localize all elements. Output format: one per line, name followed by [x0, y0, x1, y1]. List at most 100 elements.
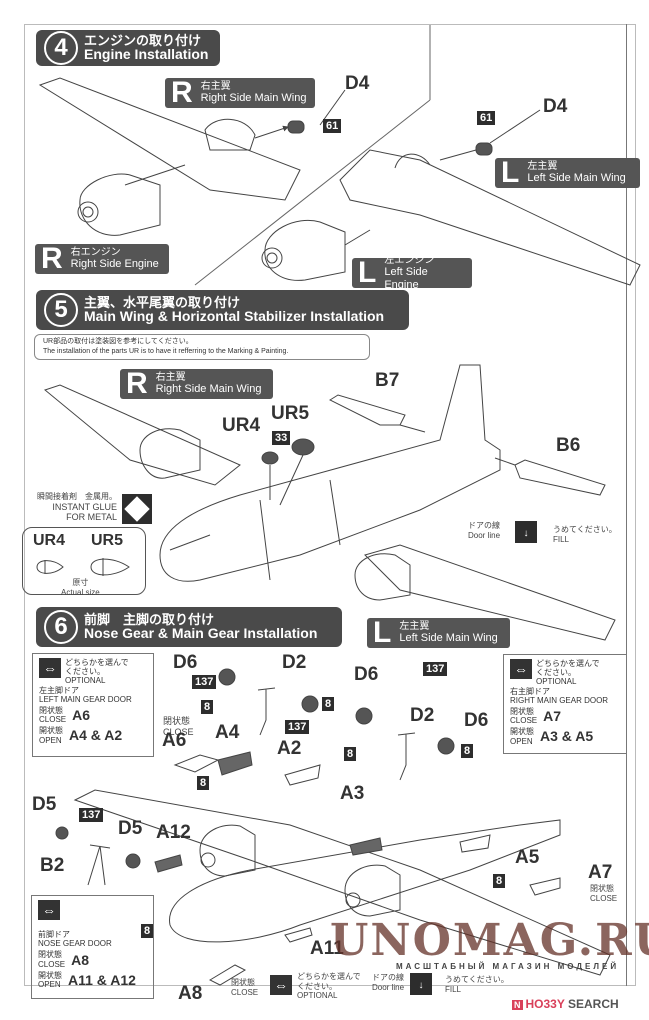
door-en: NOSE GEAR DOOR: [38, 939, 112, 949]
tag-letter: L: [358, 256, 377, 289]
b2-strut: [87, 844, 111, 886]
glue-en1: INSTANT GLUE: [52, 501, 117, 512]
close-value: A7: [543, 708, 562, 725]
step6-number: 6: [44, 610, 78, 644]
tag-letter: L: [373, 616, 392, 649]
part-d6-a: D6: [173, 652, 198, 673]
d5-wheel-a: [55, 826, 69, 840]
tag-en: Left Side Main Wing: [399, 632, 498, 645]
door-a2: [284, 764, 321, 786]
part-a2: A2: [277, 738, 302, 759]
close-jp: 閉状態: [39, 705, 63, 715]
b6-stabilizer: [514, 459, 606, 496]
open-value: A4 & A2: [69, 727, 123, 744]
fill-en: FILL: [445, 984, 462, 994]
part-a7: A7: [588, 862, 613, 883]
part-a6: A6: [162, 730, 187, 751]
optional-arrow-icon: ⇔: [39, 658, 61, 678]
open-jp: 開状態: [39, 726, 63, 736]
instant-glue-icon: [122, 494, 152, 524]
actual-size-shapes: [36, 558, 130, 576]
door-line-en: Door line: [372, 982, 405, 992]
d4-spinner-right: [287, 120, 305, 134]
paint-badge-8-f: 8: [493, 874, 506, 889]
d4-spinner-left: [475, 142, 493, 156]
door-a7: [529, 877, 561, 896]
paint-badge-61-right: 61: [323, 119, 342, 134]
d5-wheel-b: [125, 853, 141, 869]
d6-wheel-b: [355, 707, 373, 725]
close-value: A8: [71, 951, 90, 968]
close-label-a6: 閉状態 CLOSE: [163, 716, 194, 738]
fill-icon: ↓: [515, 521, 537, 543]
optional-arrow-icon: ⇔: [38, 900, 60, 920]
close-label-a7: 閉状態 CLOSE: [590, 884, 617, 903]
right-gear-door-option-box: ⇔ どちらかを選んで ください。 OPTIONAL 右主脚ドア RIGHT MA…: [503, 654, 627, 754]
door-en: RIGHT MAIN GEAR DOOR: [510, 695, 609, 705]
door-line-label-step5: ドアの線 Door line: [468, 521, 500, 540]
paint-badge-137-c: 137: [423, 662, 448, 677]
actual-size-caption: 原寸 Actual size: [61, 578, 100, 597]
opt-jp2: ください。: [65, 667, 105, 677]
tag-jp: 右エンジン: [70, 247, 121, 259]
step6-aircraft: [169, 819, 561, 943]
door-line-jp: ドアの線: [372, 973, 405, 982]
door-en: LEFT MAIN GEAR DOOR: [39, 694, 132, 704]
paint-badge-33: 33: [272, 431, 291, 446]
tag-en: Left Side Main Wing: [527, 172, 626, 185]
tag-en: Left Side Engine: [384, 266, 428, 291]
close-jp: 閉状態: [38, 950, 62, 960]
right-engine-drawing: [79, 173, 161, 236]
opt-en: OPTIONAL: [297, 991, 338, 1001]
left-engine-drawing: [264, 220, 346, 281]
part-b7: B7: [375, 370, 400, 391]
step4-title-jp: エンジンの取り付け: [84, 32, 202, 48]
glue-en2: FOR METAL: [66, 512, 117, 523]
tag-jp: 左主翼: [527, 161, 558, 173]
optional-arrow-icon-bottom: ⇔: [270, 975, 292, 995]
tag-jp: 右主翼: [200, 81, 231, 93]
part-a8: A8: [178, 983, 203, 1004]
fill-icon-step6: ↓: [410, 973, 432, 995]
part-a11: A11: [310, 938, 344, 959]
close-jp: 閉状態: [590, 884, 614, 893]
open-jp: 開状態: [38, 970, 62, 980]
close-jp: 閉状態: [231, 978, 255, 987]
step5-left-wing: [364, 544, 616, 641]
part-d6-b: D6: [354, 664, 379, 685]
open-en: OPEN: [39, 735, 62, 745]
opt-en: OPTIONAL: [536, 677, 577, 687]
actual-jp: 原寸: [72, 578, 89, 587]
tag-letter: L: [501, 156, 520, 189]
part-d5-a: D5: [32, 794, 57, 815]
opt-jp1: どちらかを選んで: [536, 659, 600, 668]
door-a11: [284, 927, 313, 943]
door-a3: [349, 837, 383, 856]
opt-en: OPTIONAL: [65, 676, 106, 686]
opt-jp2: ください。: [297, 981, 337, 991]
door-line-jp: ドアの線: [468, 521, 501, 530]
ur4-dome: [261, 451, 279, 465]
close-label-a8: 閉状態 CLOSE: [231, 978, 258, 997]
part-d6-c: D6: [464, 710, 489, 731]
tag-en: Right Side Engine: [70, 258, 159, 271]
close-en: CLOSE: [590, 893, 618, 903]
tag-jp: 左エンジン: [384, 255, 435, 267]
part-ur5: UR5: [271, 403, 310, 424]
glue-jp: 瞬間接着剤 金属用。: [37, 492, 117, 501]
close-value: A6: [72, 707, 91, 724]
bottom-optional-label: どちらかを選んで ください。 OPTIONAL: [297, 972, 361, 1001]
watermark-subtitle: МАСШТАБНЫЙ МАГАЗИН МОДЕЛЕЙ: [396, 962, 620, 971]
door-line-label-step6: ドアの線 Door line: [372, 973, 404, 992]
part-ur4: UR4: [222, 415, 261, 436]
step5-number: 5: [44, 293, 78, 327]
right-wing-drawing: [38, 77, 301, 201]
door-a4: [217, 751, 253, 776]
step6-header: 6 前脚 主脚の取り付け Nose Gear & Main Gear Insta…: [36, 607, 342, 647]
door-a12: [154, 854, 183, 873]
part-a5: A5: [515, 847, 540, 868]
